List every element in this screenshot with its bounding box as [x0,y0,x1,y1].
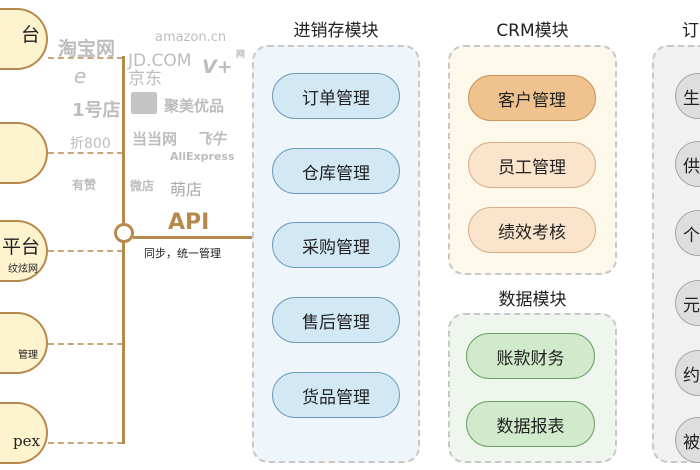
module-item: 绩效考核 [468,207,596,253]
platform-label: 平台 [1,236,40,258]
logo-feiniu: 飞牛 [196,130,227,148]
logo-wang: 网 [236,50,246,60]
platform-pill-1: 台 [0,8,48,70]
other-module-title: 订 [682,21,699,41]
platform-sublabel: pex [13,432,40,450]
module-item: 客户管理 [468,75,596,121]
connector-api-line [133,236,253,239]
platform-sublabel: 纹炫网 [8,264,38,275]
logo-weidian: 微店 [130,179,155,193]
platform-pill-5: pex [0,402,48,464]
logo-jd: JD.COM 京东 [128,51,192,89]
logo-mengdian: 萌店 [170,180,203,199]
platform-pill-4: 管理 [0,312,48,374]
logo-zhe800: 折800 [70,136,111,152]
logo-youzan: 有赞 [72,178,97,192]
logo-dangdang: 当当网 [132,130,178,148]
platform-pill-3: 平台纹炫网 [0,220,48,282]
shopping-bag-icon [131,92,157,114]
module-item: 员工管理 [468,142,596,188]
module-item: 仓库管理 [272,148,400,194]
module-item: 订单管理 [272,73,400,119]
connector-dash [48,250,123,252]
logo-aliexpress: AliExpress [170,150,235,163]
module-item: 生 [675,73,700,119]
data-module-title: 数据模块 [498,290,567,310]
module-item: 货品管理 [272,372,400,418]
logo-taobao: 淘宝网 [58,38,116,60]
api-label: API [168,210,210,235]
logo-amazon: amazon.cn [155,30,227,45]
connector-dash [48,57,123,59]
connector-trunk [122,56,125,444]
logo-vplus: V+ [202,56,233,78]
module-item: 账款财务 [466,333,595,379]
module-item: 售后管理 [272,297,400,343]
connector-dash [48,152,123,154]
module-item: 采购管理 [272,222,400,268]
connector-dash [48,442,123,444]
connector-node [114,223,134,243]
api-caption: 同步，统一管理 [144,247,221,260]
platform-sublabel: 管理 [18,350,38,361]
logo-e: e [74,64,87,88]
logo-yhd: 1号店 [72,100,121,121]
platform-pill-2 [0,122,48,184]
logo-jumei: 聚美优品 [164,97,225,115]
platform-label: 台 [20,24,40,46]
module-item: 数据报表 [466,401,595,447]
connector-dash [48,343,123,345]
inventory-module-title: 进销存模块 [293,21,379,41]
crm-module-title: CRM模块 [496,21,569,41]
